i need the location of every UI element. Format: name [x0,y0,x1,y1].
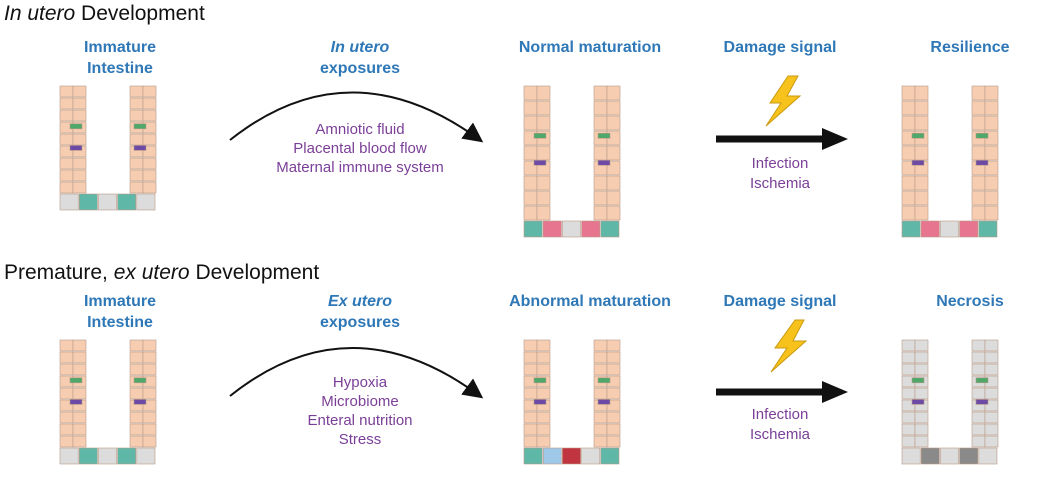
row1-title: In utero Development [4,2,205,25]
row2-immature-crypt [59,339,157,465]
row1-exposure-list: Amniotic fluid Placental blood flow Mate… [276,121,444,176]
row1-damage-label: Damage signal [723,39,837,56]
row1-maturation-label: Normal maturation [518,39,662,56]
row1-outcome-label: Resilience [930,39,1010,56]
row2-damage-label: Damage signal [723,293,837,310]
row2-exposure-list: Hypoxia Microbiome Enteral nutrition Str… [307,374,413,448]
row1-lightning-icon [765,75,802,127]
row2-title: Premature, ex utero Development [4,261,320,284]
row1-resilience-crypt [901,85,999,238]
row2-maturation-label: Abnormal maturation [509,293,671,310]
row2-abnormal-crypt [523,339,621,465]
row1-immature-crypt [59,85,157,211]
row1-normal-crypt [523,85,621,238]
row1-exposure-arrow [229,91,484,143]
row2-exposure-arrow [229,347,484,399]
row2-damage-arrow [716,381,848,403]
row2-necrosis-crypt [901,339,999,465]
row2-outcome-label: Necrosis [936,293,1004,310]
row2-lightning-icon [770,319,808,373]
row1-damage-arrow [716,128,848,150]
